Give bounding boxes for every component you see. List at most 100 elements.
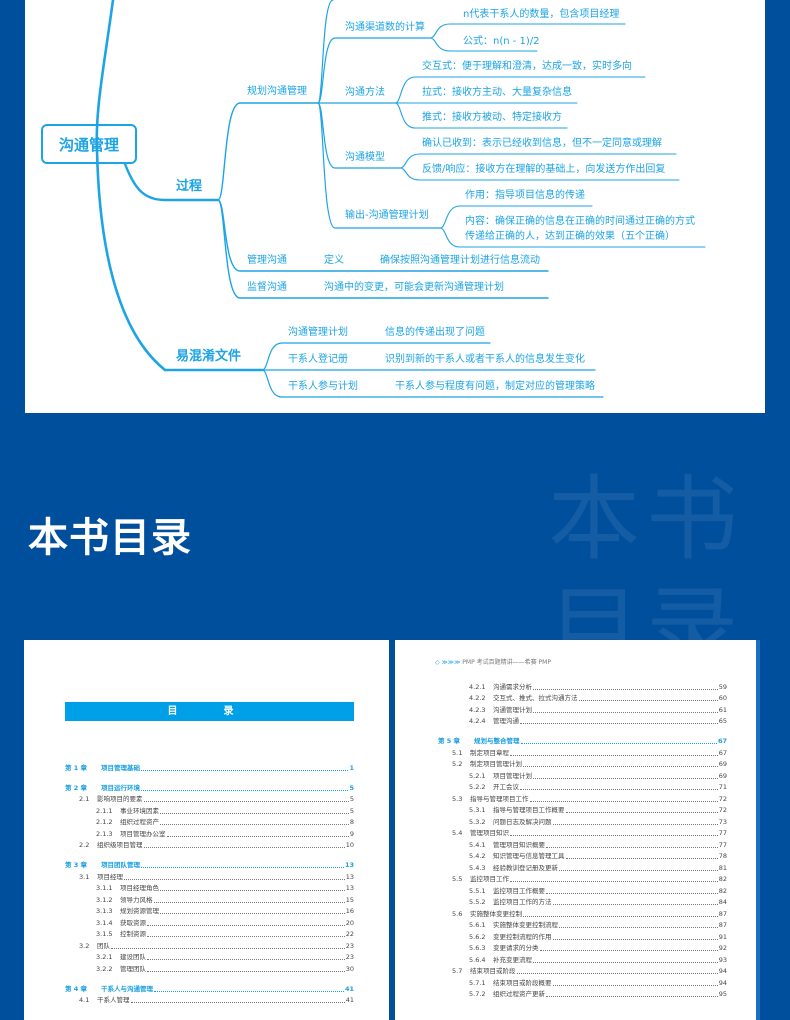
toc-number: 第 5 章 xyxy=(438,737,461,745)
toc-page-number: 13 xyxy=(345,872,354,881)
node-model-feedback: 反馈/响应：接收方在理解的基础上，向发送方作出回复 xyxy=(422,164,666,175)
connector-line xyxy=(317,102,441,229)
toc-number: 2.2 xyxy=(79,841,90,849)
connector-line xyxy=(317,0,334,104)
toc-number: 5.3.1 xyxy=(469,806,486,814)
node-manage-def-label: 定义 xyxy=(324,255,344,266)
toc-page-number: 1 xyxy=(349,763,354,772)
toc-number: 第 2 章 xyxy=(65,783,88,792)
toc-leader-dots xyxy=(510,835,718,836)
toc-number: 5.2 xyxy=(452,760,463,768)
toc-leader-dots xyxy=(523,766,718,767)
toc-page-number: 78 xyxy=(718,852,727,860)
node-doc2: 干系人登记册 xyxy=(288,354,348,365)
toc-leader-dots xyxy=(147,959,345,960)
toc-page-number: 5 xyxy=(349,783,354,792)
toc-leader-dots xyxy=(141,867,344,868)
toc-leader-dots xyxy=(141,769,349,771)
toc-page-number: 5 xyxy=(349,795,354,803)
node-doc3-desc: 干系人参与程度有问题，制定对应的管理策略 xyxy=(395,381,595,392)
connector-line xyxy=(429,37,538,52)
toc-number: 5.6.4 xyxy=(469,955,486,964)
toc-leader-dots xyxy=(552,823,718,825)
toc-number: 5.4 xyxy=(452,829,463,837)
toc-leader-dots xyxy=(153,901,345,903)
toc-page-number: 71 xyxy=(718,783,727,791)
toc-title: 指导与管理项目工作 xyxy=(470,794,529,803)
node-channels-n: n代表干系人的数量，包含项目经理 xyxy=(463,9,620,20)
toc-number: 3.1.3 xyxy=(96,907,113,915)
toc-title: 制定项目管理计划 xyxy=(470,760,522,768)
connector-line xyxy=(399,167,680,181)
node-doc1: 沟通管理计划 xyxy=(288,327,348,338)
toc-leader-dots xyxy=(510,754,718,756)
toc-number: 2.1.1 xyxy=(96,806,113,815)
toc-page-number: 30 xyxy=(345,964,354,973)
toc-number: 5.5.1 xyxy=(469,886,486,895)
toc-page-number: 72 xyxy=(718,794,727,803)
toc-number: 5.4.2 xyxy=(469,852,486,860)
toc-number: 5.3 xyxy=(452,794,463,803)
toc-number: 3.1.4 xyxy=(96,918,113,927)
toc-leader-dots xyxy=(520,743,717,744)
toc-title: 开工会议 xyxy=(493,783,519,791)
toc-page-number: 87 xyxy=(718,909,727,918)
toc-number: 5.4.1 xyxy=(469,840,486,849)
toc-page-number: 15 xyxy=(345,895,354,904)
toc-number: 5.6.2 xyxy=(469,932,486,941)
toc-page-number: 81 xyxy=(718,863,727,872)
toc-title: 项目管理计划 xyxy=(493,771,532,780)
connector-line xyxy=(217,199,549,299)
toc-page-number: 72 xyxy=(718,806,727,814)
toc-page-number: 20 xyxy=(345,918,354,927)
toc-number: 5.2.2 xyxy=(469,783,486,791)
toc-number: 4.1 xyxy=(79,996,90,1004)
toc-leader-dots xyxy=(130,1002,345,1003)
toc-title: 组织级项目管理 xyxy=(97,841,143,849)
toc-number: 2.1 xyxy=(79,795,90,803)
toc-leader-dots xyxy=(546,846,718,848)
toc-number: 第 1 章 xyxy=(65,763,88,772)
toc-number: 4.2.4 xyxy=(469,717,486,725)
mindmap-connectors xyxy=(95,0,706,398)
running-head-text: PMP 考试百题精讲——希赛 PMP xyxy=(462,659,551,666)
connector-line xyxy=(399,153,677,169)
toc-number: 3.1.5 xyxy=(96,930,113,938)
toc-heading: 目 录 xyxy=(65,702,354,721)
connector-line xyxy=(261,369,604,398)
toc-number: 5.7 xyxy=(452,967,463,975)
toc-leader-dots xyxy=(147,970,345,972)
toc-page-number: 23 xyxy=(345,953,354,961)
toc-page-number: 73 xyxy=(718,817,727,826)
node-doc2-desc: 识别到新的干系人或者干系人的信息发生变化 xyxy=(385,354,585,365)
toc-leader-dots xyxy=(160,824,349,825)
toc-page-number: 67 xyxy=(718,748,727,757)
toc-leader-dots xyxy=(552,984,718,986)
